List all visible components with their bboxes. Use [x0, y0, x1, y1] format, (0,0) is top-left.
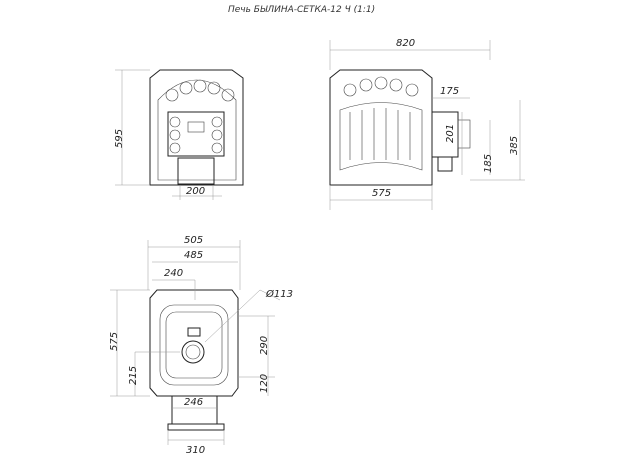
dim-side-depth: 575	[372, 188, 391, 199]
dim-top-channel-width: 246	[184, 397, 203, 408]
dim-side-door-height: 201	[445, 124, 456, 143]
dim-side-total-height: 385	[509, 136, 520, 155]
dim-top-span: 290	[259, 336, 270, 355]
top-view: 505 485 240 Ø113 575 215 290 120 246 310	[109, 235, 293, 456]
dim-top-outer-width: 505	[184, 235, 203, 246]
front-view: 595 200	[114, 69, 244, 200]
dim-side-width: 820	[396, 38, 415, 49]
dim-top-chimney-y: 215	[128, 366, 139, 385]
side-view: 820 575 175 201 185 385	[329, 38, 525, 210]
dim-top-flange-width: 310	[186, 445, 205, 456]
dim-front-height: 595	[114, 129, 125, 148]
dim-side-door-bottom: 185	[483, 154, 494, 173]
dim-top-depth: 575	[109, 332, 120, 351]
dim-top-chimney-diameter: Ø113	[265, 288, 293, 300]
drawing-title: Печь БЫЛИНА-СЕТКА-12 Ч (1:1)	[228, 5, 375, 15]
dim-top-inner-width: 485	[184, 250, 203, 261]
dim-top-center-offset: 240	[164, 268, 183, 279]
dim-front-base: 200	[186, 186, 205, 197]
dim-side-door-offset: 175	[440, 86, 459, 97]
dim-top-bottom-offset: 120	[259, 374, 270, 393]
